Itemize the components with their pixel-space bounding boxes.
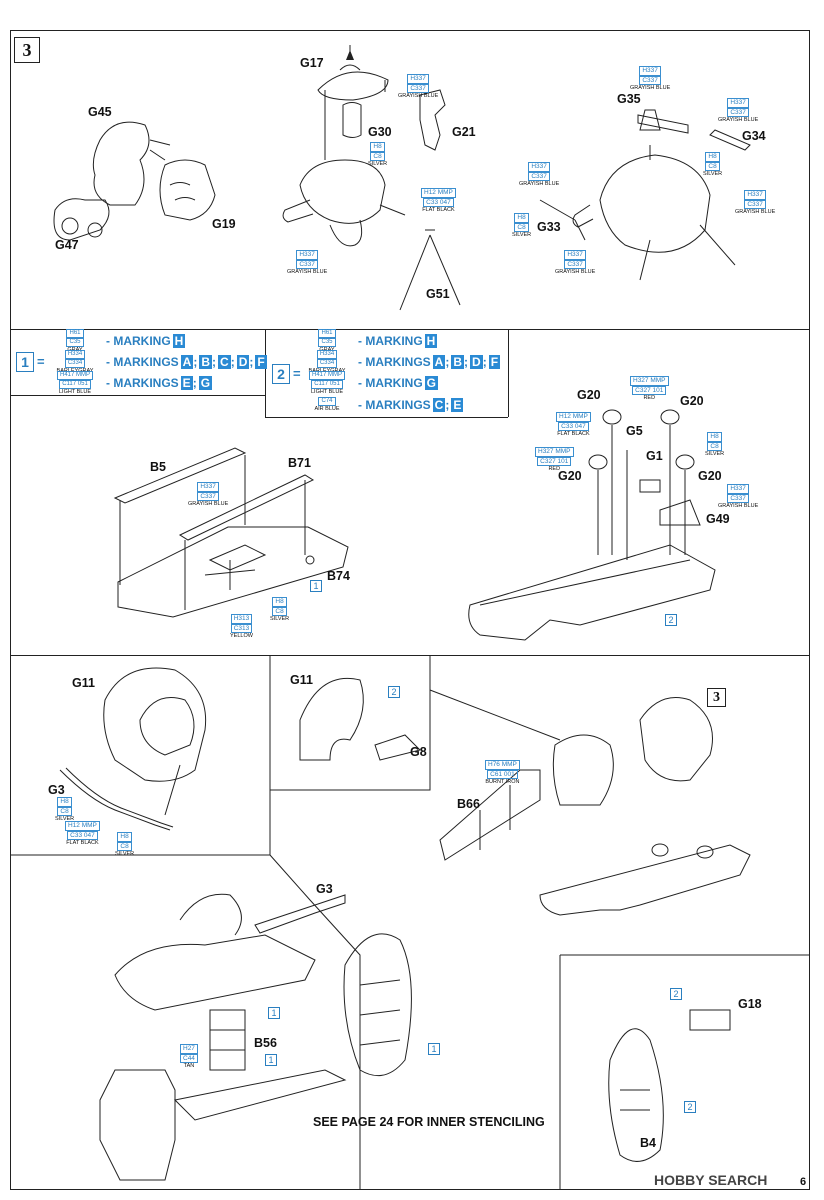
divider-mid (10, 655, 810, 656)
part-label-b5: B5 (150, 460, 166, 474)
part-label-g30: G30 (368, 125, 392, 139)
part-label-g11: G11 (290, 673, 313, 687)
part-label-b4: B4 (640, 1136, 656, 1150)
marking-callout: 2 (684, 1101, 696, 1113)
legend2-number: 2 (272, 364, 290, 384)
part-label-b74: B74 (327, 569, 350, 583)
part-label-g3: G3 (48, 783, 65, 797)
marking-callout: 1 (268, 1007, 280, 1019)
part-label-g17: G17 (300, 56, 324, 70)
part-label-b56: B56 (254, 1036, 277, 1050)
part-label-g19: G19 (212, 217, 236, 231)
marking-callout: 1 (265, 1054, 277, 1066)
part-label-g47: G47 (55, 238, 79, 252)
part-label-b71: B71 (288, 456, 311, 470)
part-label-g34: G34 (742, 129, 766, 143)
part-label-g33: G33 (537, 220, 561, 234)
part-label-g20: G20 (577, 388, 601, 402)
step-number-box: 3 (14, 37, 40, 63)
part-label-g1: G1 (646, 449, 663, 463)
marking-callout: 1 (310, 580, 322, 592)
divider-legend2-bottom (265, 417, 508, 418)
marking-callout: 1 (428, 1043, 440, 1055)
legend1-equals: = (37, 354, 45, 369)
part-label-g8: G8 (410, 745, 427, 759)
divider-legend-bottom (10, 395, 265, 396)
marking-callout: 2 (670, 988, 682, 1000)
divider-legend2-right (508, 329, 509, 417)
part-label-g5: G5 (626, 424, 643, 438)
part-label-g18: G18 (738, 997, 762, 1011)
stenciling-note: SEE PAGE 24 FOR INNER STENCILING (313, 1115, 545, 1129)
page-number: 6 (800, 1176, 807, 1188)
part-label-g20: G20 (558, 469, 582, 483)
legend1-number: 1 (16, 352, 34, 372)
marking-callout: 2 (665, 614, 677, 626)
step-reference-box: 3 (707, 688, 726, 707)
watermark: HOBBY SEARCH (654, 1172, 768, 1188)
part-label-g51: G51 (426, 287, 450, 301)
legend2-equals: = (293, 366, 301, 381)
part-label-g20: G20 (680, 394, 704, 408)
part-label-g3: G3 (316, 882, 333, 896)
part-label-g21: G21 (452, 125, 476, 139)
part-label-g11: G11 (72, 676, 95, 690)
part-label-g35: G35 (617, 92, 641, 106)
divider-legend-mid (265, 329, 266, 417)
part-label-b66: B66 (457, 797, 480, 811)
part-label-g45: G45 (88, 105, 112, 119)
page-frame (10, 30, 810, 1190)
divider-top (10, 329, 810, 330)
part-label-g49: G49 (706, 512, 730, 526)
part-label-g20: G20 (698, 469, 722, 483)
marking-callout: 2 (388, 686, 400, 698)
